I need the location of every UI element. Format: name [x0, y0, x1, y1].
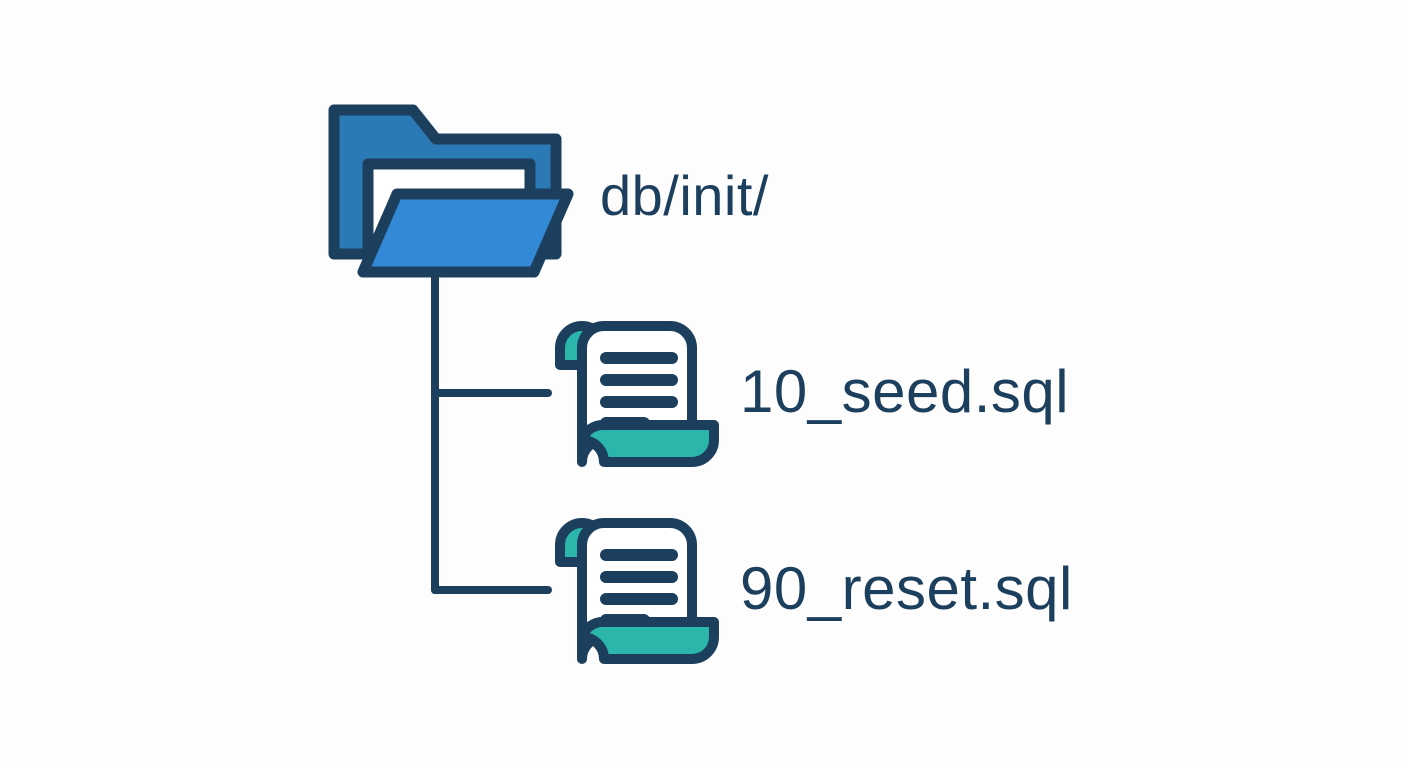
- file-label-10-seed-sql: 10_seed.sql: [740, 358, 1070, 425]
- open-folder-icon: [328, 104, 574, 278]
- scroll-bottom-base: [577, 420, 719, 467]
- scroll-bottom-base: [577, 617, 719, 664]
- scroll-text-lines: [600, 352, 678, 429]
- folder-label: db/init/: [600, 164, 769, 227]
- folder-front-flap: [357, 188, 574, 278]
- scroll-document-icon: [555, 518, 719, 664]
- scroll-text-lines: [600, 549, 678, 626]
- file-label-90-reset-sql: 90_reset.sql: [740, 555, 1073, 622]
- scroll-document-icon: [555, 321, 719, 467]
